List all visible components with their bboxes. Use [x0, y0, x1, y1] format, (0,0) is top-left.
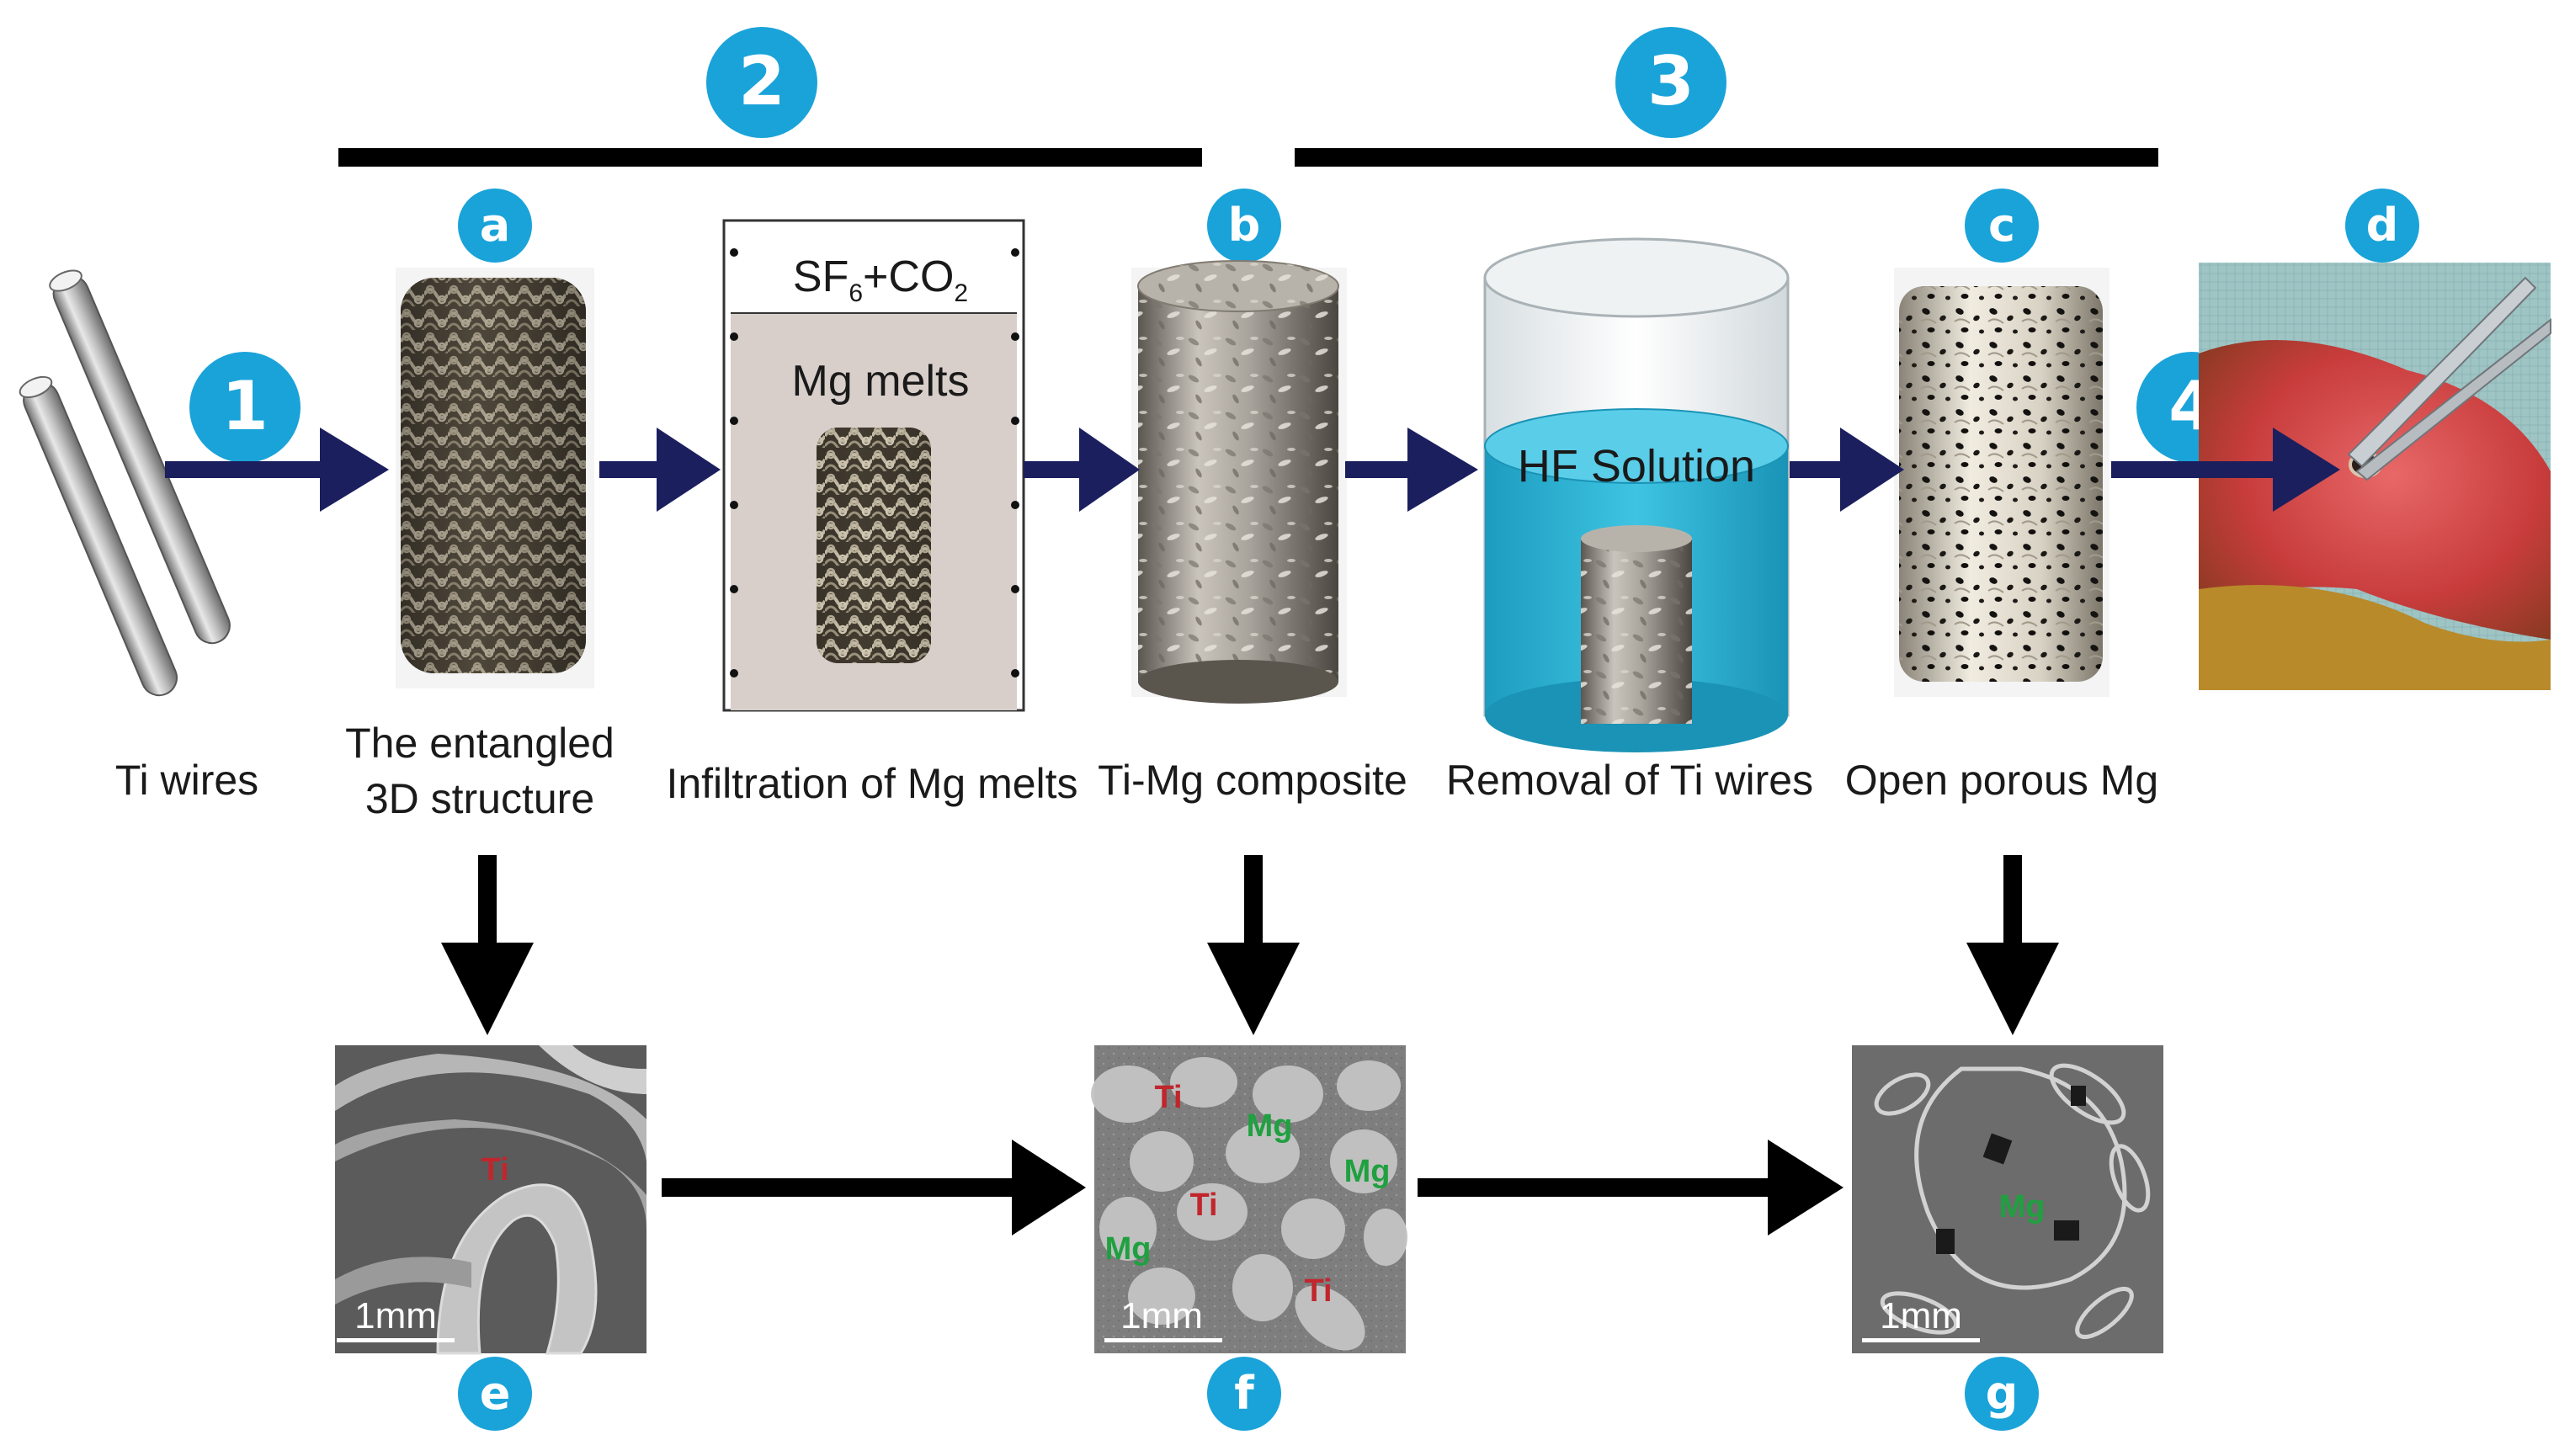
hf-solution-label: HF Solution: [1518, 441, 1755, 492]
sem-f-ti-label-3: Ti: [1304, 1273, 1332, 1309]
stage-2-bar: [338, 148, 1202, 167]
ti-wires-illustration: [19, 269, 231, 697]
panel-g-letter: g: [1986, 1367, 2019, 1420]
panel-e-letter: e: [480, 1367, 511, 1420]
sem-f-mg-label-1: Mg: [1247, 1108, 1293, 1144]
crucible-infiltration: [722, 219, 1025, 712]
panel-d-badge: d: [2345, 189, 2419, 263]
panel-a-badge: a: [458, 189, 532, 263]
panel-b-letter: b: [1228, 199, 1261, 252]
step-1-badge: 1: [189, 352, 301, 463]
gas-label: SF6+CO2: [793, 252, 968, 307]
sem-f-mg-label-2: Mg: [1344, 1154, 1391, 1189]
hf-beaker: [1483, 237, 1790, 752]
caption-composite: Ti-Mg composite: [1098, 757, 1407, 804]
panel-a-letter: a: [480, 199, 510, 252]
panel-g-badge: g: [1965, 1357, 2039, 1431]
process-arrows: [165, 428, 2340, 512]
panel-b-badge: b: [1207, 189, 1281, 263]
step-3-number: 3: [1647, 42, 1694, 120]
sem-image-e: 1mm Ti: [335, 1045, 646, 1355]
down-arrows: [441, 855, 2059, 1035]
sem-image-f: 1mm Ti Ti Ti Mg Mg Mg: [1091, 1045, 1407, 1353]
step-1-number: 1: [221, 367, 269, 445]
panel-f-letter: f: [1234, 1367, 1254, 1420]
panel-f-badge: f: [1207, 1357, 1281, 1431]
step-2-number: 2: [738, 42, 785, 120]
caption-ti-wires: Ti wires: [115, 757, 258, 804]
sem-g-mg-label: Mg: [1999, 1189, 2046, 1225]
panel-c-letter: c: [1988, 199, 2015, 252]
caption-porous: Open porous Mg: [1845, 757, 2158, 804]
scale-bar-f: 1mm: [1120, 1295, 1203, 1336]
stage-3-bar: [1295, 148, 2158, 167]
open-porous-mg-cylinder: [1894, 268, 2109, 697]
panel-e-badge: e: [458, 1357, 532, 1431]
sem-f-ti-label-2: Ti: [1189, 1188, 1217, 1223]
sem-image-g: 1mm Mg: [1852, 1045, 2163, 1353]
scale-bar-g: 1mm: [1880, 1295, 1962, 1336]
panel-c-badge: c: [1965, 189, 2039, 263]
caption-infiltration: Infiltration of Mg melts: [666, 760, 1077, 807]
sem-arrows: [662, 1140, 1843, 1235]
entangled-mesh-cylinder: [396, 268, 594, 688]
panel-d-letter: d: [2366, 199, 2399, 252]
scale-bar-e: 1mm: [354, 1295, 437, 1336]
sem-e-ti-label: Ti: [481, 1152, 508, 1188]
step-3-badge: 3: [1615, 27, 1726, 138]
caption-entangled-line1: The entangled: [345, 720, 614, 767]
sem-f-mg-label-3: Mg: [1105, 1231, 1152, 1267]
ti-mg-composite-cylinder: [1131, 260, 1347, 704]
caption-entangled-line2: 3D structure: [365, 775, 594, 822]
mg-melts-label: Mg melts: [792, 357, 970, 406]
caption-removal: Removal of Ti wires: [1446, 757, 1813, 804]
step-2-badge: 2: [706, 27, 817, 138]
sem-f-ti-label-1: Ti: [1154, 1080, 1182, 1115]
